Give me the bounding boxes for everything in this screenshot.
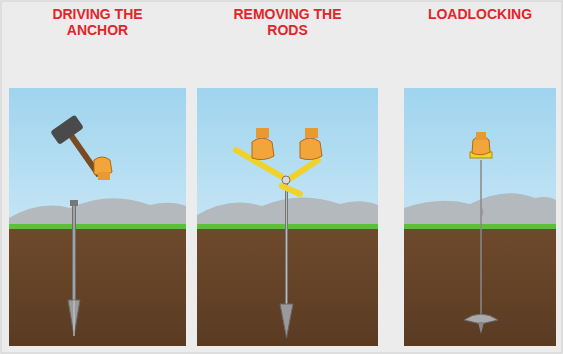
- panel-driving: [9, 88, 186, 346]
- panel-heading: REMOVING THE RODS: [228, 6, 348, 38]
- panel: REMOVING THE RODS: [197, 6, 378, 38]
- panel: DRIVING THE ANCHOR: [9, 6, 186, 38]
- panel-heading: LOADLOCKING: [410, 6, 550, 22]
- panel: LOADLOCKING: [404, 6, 556, 22]
- panel-removing: [197, 88, 378, 346]
- panel-heading: DRIVING THE ANCHOR: [38, 6, 158, 38]
- panel-loadlocking: [404, 88, 556, 346]
